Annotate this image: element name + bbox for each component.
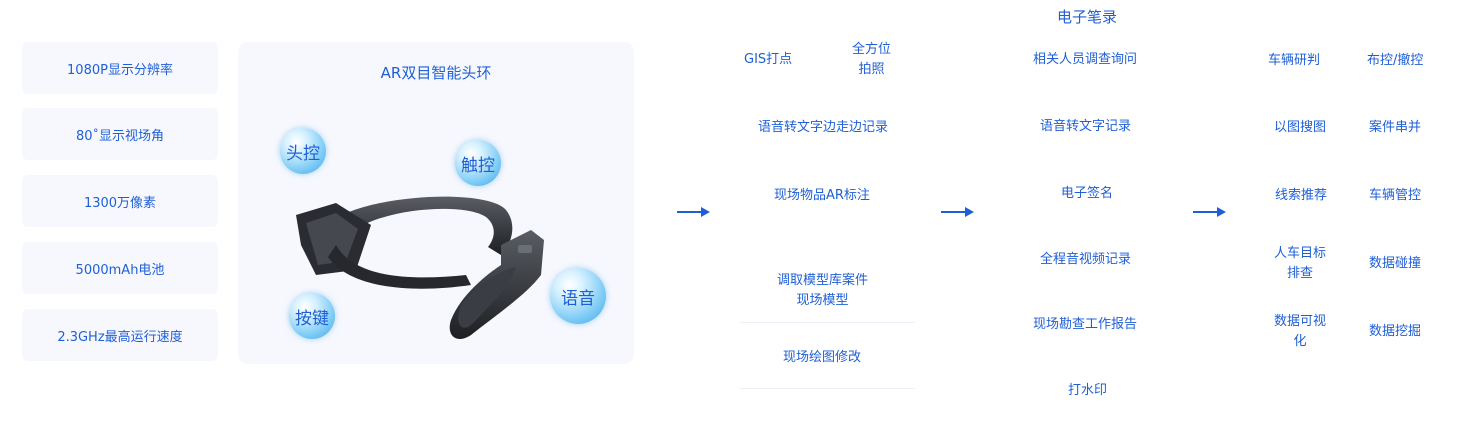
col3-right-item: 车辆管控 <box>1369 188 1422 203</box>
col2-item: 语音转文字记录 <box>1040 119 1132 134</box>
col2-item: 相关人员调查询问 <box>1033 52 1138 67</box>
spec-label: 1300万像素 <box>83 195 157 211</box>
bubble-label: 触控 <box>461 155 495 176</box>
bubble-label: 语音 <box>561 288 595 309</box>
voice-walk-record-label: 语音转文字边走边记录 <box>758 120 889 135</box>
bubble-label: 按键 <box>295 308 329 329</box>
ar-annotation-label: 现场物品AR标注 <box>774 188 870 203</box>
product-title: AR双目智能头环 <box>380 64 492 82</box>
label-line: 现场模型 <box>796 293 849 308</box>
spec-label: 2.3GHz最高运行速度 <box>57 329 183 345</box>
label-line: 调取模型库案件 <box>777 273 869 288</box>
head-control-bubble: 头控 <box>280 128 326 174</box>
col3-left-item: 数据可视 化 <box>1274 314 1327 349</box>
col2-item: 打水印 <box>1068 383 1108 398</box>
divider <box>740 388 915 389</box>
arrow-right-icon <box>677 207 710 217</box>
arrow-right-icon <box>1193 207 1226 217</box>
spec-card: 1080P显示分辨率 <box>22 42 218 94</box>
col3-right-item: 案件串并 <box>1369 120 1422 135</box>
col2-item: 全程音视频记录 <box>1040 252 1132 267</box>
spec-card: 80˚显示视场角 <box>22 108 218 160</box>
ar-headset-image <box>296 196 544 340</box>
all-angle-photo-label: 全方位 拍照 <box>852 40 891 80</box>
spec-card: 5000mAh电池 <box>22 242 218 294</box>
model-library-label: 调取模型库案件 现场模型 <box>777 271 868 311</box>
col3-right-item: 数据挖掘 <box>1369 324 1422 339</box>
spec-label: 5000mAh电池 <box>75 262 165 278</box>
drawing-edit-label: 现场绘图修改 <box>783 350 862 365</box>
col3-left-item: 线索推荐 <box>1275 188 1328 203</box>
e-record-header: 电子笔录 <box>1057 8 1118 26</box>
spec-label: 1080P显示分辨率 <box>67 62 173 78</box>
spec-card: 1300万像素 <box>22 175 218 227</box>
col2-item: 现场勘查工作报告 <box>1033 317 1138 332</box>
col3-right-item: 数据碰撞 <box>1369 256 1422 271</box>
gis-point-label: GIS打点 <box>744 52 793 67</box>
bubble-label: 头控 <box>286 143 320 164</box>
spec-label: 80˚显示视场角 <box>75 128 165 144</box>
label-line: 全方位 <box>852 42 892 57</box>
spec-card: 2.3GHz最高运行速度 <box>22 309 218 361</box>
button-control-bubble: 按键 <box>289 293 335 339</box>
arrow-right-icon <box>941 207 974 217</box>
col3-right-item: 布控/撤控 <box>1367 53 1424 68</box>
col3-left-item: 人车目标 排查 <box>1274 246 1327 281</box>
divider <box>740 322 915 323</box>
col3-left-item: 车辆研判 <box>1268 53 1321 68</box>
touch-control-bubble: 触控 <box>455 140 501 186</box>
col3-left-item: 以图搜图 <box>1274 120 1327 135</box>
col2-item: 电子签名 <box>1061 186 1114 201</box>
label-line: 拍照 <box>858 62 885 77</box>
voice-control-bubble: 语音 <box>550 268 606 324</box>
